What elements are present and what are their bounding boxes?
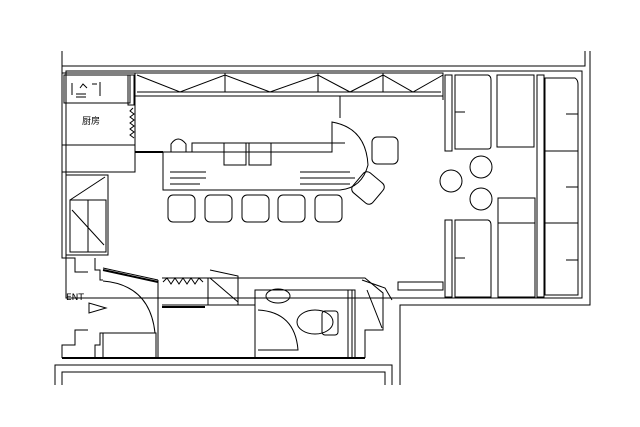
stove-icon (71, 82, 101, 98)
bar-counter (135, 121, 369, 191)
bar-stool (204, 194, 233, 223)
entrance-arrow-icon (88, 302, 108, 314)
bar-stool (167, 194, 196, 223)
kitchen-counter (63, 74, 131, 104)
round-stool (439, 169, 463, 193)
display-cabinet (65, 174, 109, 256)
washbasin-icon (265, 288, 291, 304)
entrance-label: ENT (66, 293, 84, 303)
sink-left (223, 142, 247, 166)
wall-cabinets (134, 72, 444, 118)
bar-stools (167, 136, 399, 223)
round-stool (469, 155, 493, 179)
bar-stool (241, 194, 270, 223)
kitchen-label: 厨房 (82, 115, 100, 127)
bar-stool (314, 194, 343, 223)
kitchen-curtain (129, 107, 135, 139)
booth-seating (397, 74, 579, 298)
restroom (162, 269, 393, 358)
bar-chair (351, 171, 385, 205)
entrance: ENT (66, 258, 159, 359)
bar-stool (277, 194, 306, 223)
toilet-icon (296, 309, 334, 335)
bar-chair (371, 136, 399, 165)
sink-right (248, 142, 272, 166)
kitchen: 厨房 (61, 72, 136, 173)
bar-appliance (170, 138, 187, 153)
round-stool (469, 187, 493, 211)
